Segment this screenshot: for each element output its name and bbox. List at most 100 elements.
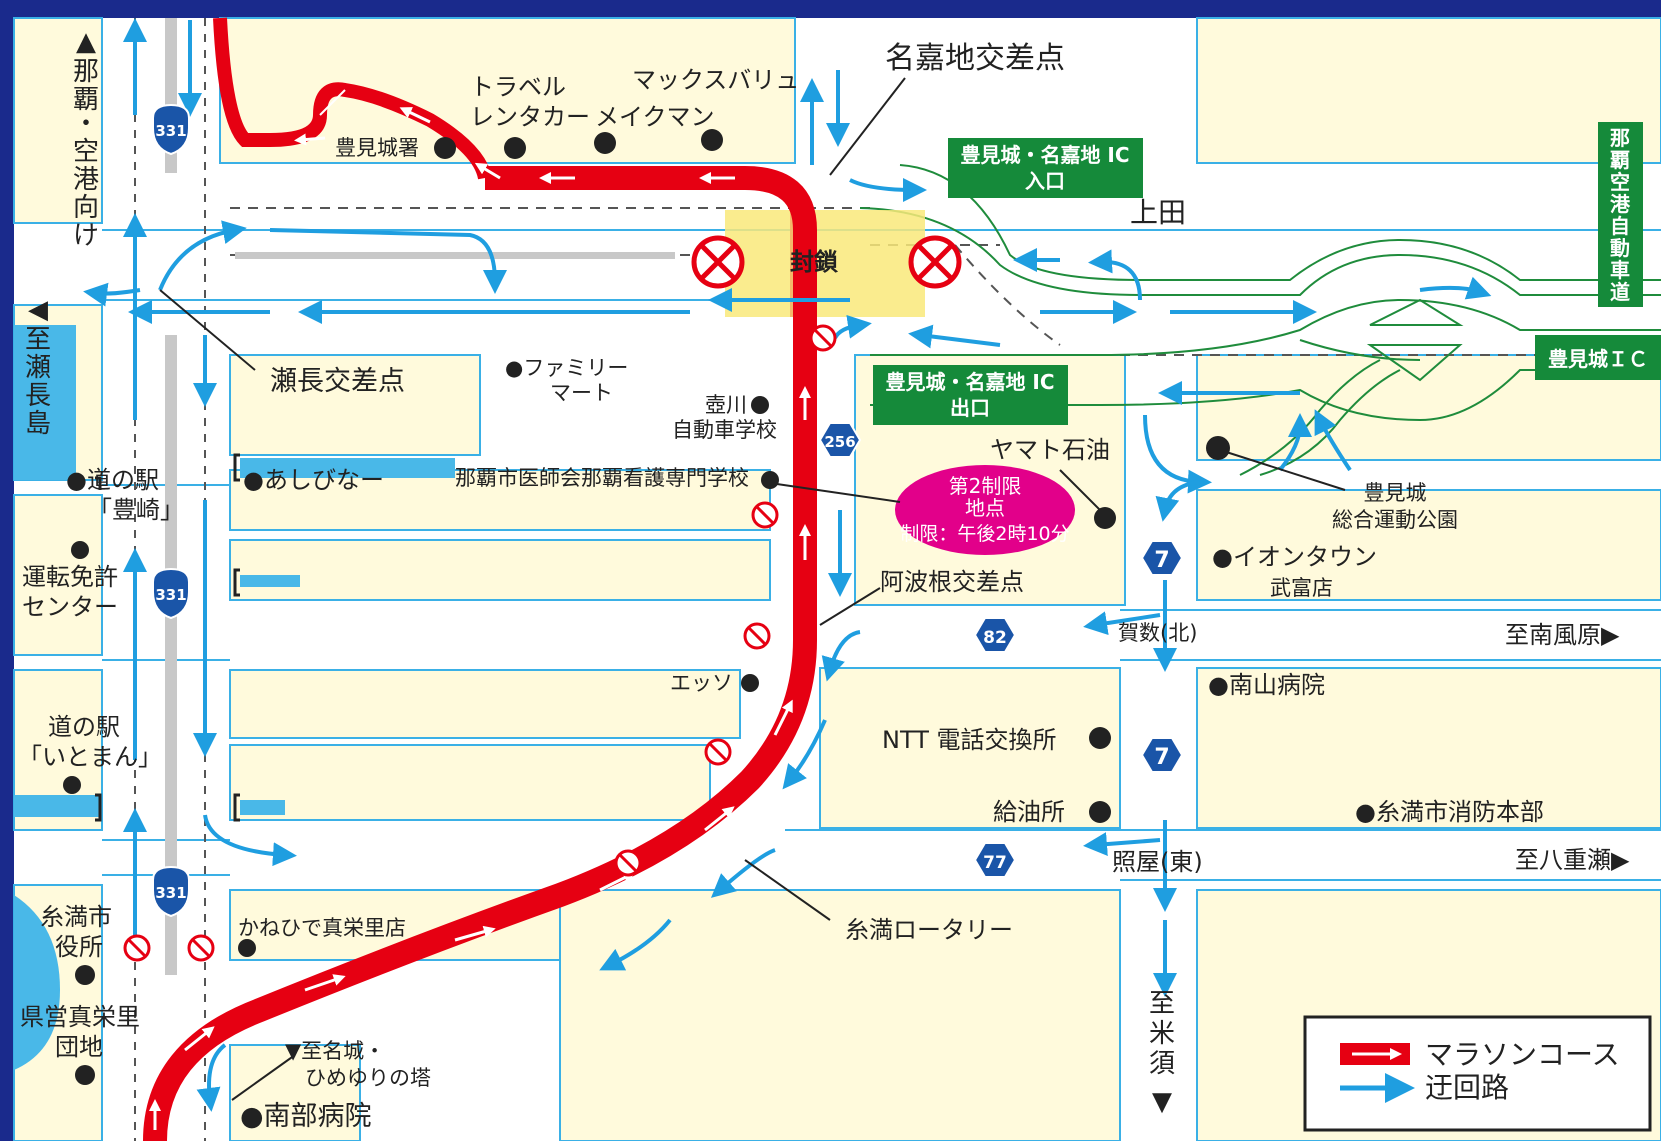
water-areas bbox=[14, 325, 455, 1070]
to-nashiro-label-2: ひめゆりの塔 bbox=[305, 1066, 431, 1090]
expressway-char: 自 bbox=[1610, 214, 1630, 238]
course-top-loop bbox=[213, 17, 492, 180]
maxvalu-label: マックスバリュ bbox=[632, 66, 799, 94]
checkpoint-time-label: 制限：午後2時10分 bbox=[900, 523, 1069, 545]
expressway-char: 覇 bbox=[1610, 148, 1630, 172]
ntt-label: NTT 電話交換所 bbox=[882, 726, 1056, 754]
closure-markers bbox=[691, 235, 962, 289]
route-7-label: 7 bbox=[1154, 745, 1169, 770]
route-331-shield-a: 331 bbox=[152, 103, 190, 156]
ic-exit-box bbox=[873, 365, 1068, 425]
michinoeki-itoman-label-2: 「いとまん」 bbox=[18, 743, 162, 771]
to-komesu-label: 至 米 須 ▼ bbox=[1149, 989, 1175, 1117]
tsubokawa-label-1: 壺川 bbox=[705, 393, 747, 417]
no-entry-icon bbox=[751, 501, 779, 529]
to-haebaru-label: 至南風原▶ bbox=[1505, 621, 1620, 649]
course-arrow bbox=[773, 699, 793, 736]
ashibina-label: ●あしびなー bbox=[243, 466, 384, 494]
route-256-shield: 256 bbox=[818, 422, 862, 458]
to-naha-char: け bbox=[73, 221, 99, 251]
route-256-label: 256 bbox=[824, 433, 855, 451]
park-label-1: 豊見城 bbox=[1364, 481, 1427, 505]
nanbu-hospital-label: ●南部病院 bbox=[240, 1101, 372, 1132]
detour-arrow bbox=[908, 324, 1001, 349]
license-center-label-1: 運転免許 bbox=[22, 563, 118, 591]
detour-arrow bbox=[269, 228, 507, 294]
michinoeki-toyosaki-label-1: ●道の駅 bbox=[66, 466, 159, 494]
course-arrow bbox=[399, 107, 431, 124]
michinoeki-toyosaki-label-2: 「豊崎」 bbox=[88, 496, 184, 524]
map-labels: 名嘉地交差点 豊見城・名嘉地 IC 入口 上田 豊見城・名嘉地 IC 出口 豊見… bbox=[18, 27, 1648, 1132]
detour-arrow bbox=[599, 918, 672, 971]
detour-arrow bbox=[1083, 832, 1161, 857]
course-arrow bbox=[294, 133, 326, 146]
ueda-label: 上田 bbox=[1130, 196, 1186, 229]
course-main-line bbox=[143, 320, 817, 1141]
route-331-shield-b: 331 bbox=[152, 567, 190, 620]
yamato-oil-label: ヤマト石油 bbox=[990, 436, 1110, 464]
detour-arrow bbox=[1155, 480, 1201, 522]
detour-arrow bbox=[710, 848, 776, 898]
kanehide-label: かねひで真栄里店 bbox=[238, 916, 406, 940]
course-arrow bbox=[304, 974, 346, 992]
kenei-label-2: 団地 bbox=[55, 1033, 103, 1061]
closure-x-icon bbox=[691, 235, 745, 289]
abane-intersection-label: 阿波根交差点 bbox=[880, 568, 1024, 596]
route-7-label: 7 bbox=[1154, 548, 1169, 573]
route-331-shield-c: 331 bbox=[152, 865, 190, 918]
to-naha-airport-label: ▲ 那 覇 ・ 空 港 向 け bbox=[73, 27, 99, 251]
course-arrow bbox=[184, 1026, 215, 1052]
ic-entrance-label-1: 豊見城・名嘉地 IC bbox=[960, 143, 1129, 167]
itoman-rotary-label: 糸満ロータリー bbox=[845, 916, 1013, 944]
makeman-label: メイクマン bbox=[595, 103, 715, 131]
aeon-label-2: 武富店 bbox=[1270, 576, 1333, 600]
to-komesu-char: 至 bbox=[1149, 989, 1175, 1019]
no-entry-signs bbox=[123, 324, 837, 962]
expressway-char: 那 bbox=[1610, 126, 1630, 150]
senaga-intersection-label: 瀬長交差点 bbox=[270, 366, 405, 397]
legend-course-label: マラソンコース bbox=[1425, 1038, 1620, 1071]
route-7-shield-b: 7 bbox=[1140, 737, 1184, 773]
expressway-char: 動 bbox=[1610, 236, 1630, 260]
to-naha-char: 那 bbox=[73, 57, 99, 87]
to-senaga-char: 瀬 bbox=[25, 353, 51, 383]
legend-box bbox=[1303, 1015, 1652, 1132]
michinoeki-itoman-label-1: 道の駅 bbox=[48, 713, 120, 741]
to-senaga-label: ◀ 至 瀬 長 島 bbox=[25, 295, 51, 439]
checkpoint-label-2: 地点 bbox=[965, 496, 1005, 520]
familymart-label-2: マート bbox=[550, 381, 613, 405]
legend: マラソンコース 迂回路 bbox=[1303, 1015, 1652, 1132]
detour-arrow bbox=[782, 719, 827, 790]
route-82-shield: 82 bbox=[973, 617, 1017, 653]
detour-arrow bbox=[1088, 249, 1142, 301]
to-yaese-label: 至八重瀬▶ bbox=[1515, 846, 1630, 874]
course-top-curve bbox=[485, 166, 817, 320]
to-naha-char: ・ bbox=[73, 109, 99, 139]
route-331-label: 331 bbox=[155, 122, 186, 140]
ic-exit-label-2: 出口 bbox=[950, 396, 990, 420]
course-arrow bbox=[474, 162, 501, 180]
teruya-label: 照屋(東) bbox=[1112, 848, 1203, 876]
to-komesu-char: 須 bbox=[1149, 1049, 1175, 1079]
toyomijo-ic-label: 豊見城ＩＣ bbox=[1548, 347, 1648, 371]
detour-arrow bbox=[1419, 276, 1492, 300]
detour-arrow bbox=[158, 220, 247, 291]
itoman-fire-label: ●糸満市消防本部 bbox=[1355, 798, 1544, 826]
aeon-label-1: ●イオンタウン bbox=[1212, 543, 1377, 571]
no-entry-icon bbox=[809, 324, 837, 352]
closure-x-icon bbox=[908, 235, 962, 289]
to-naha-char: 空 bbox=[73, 137, 99, 167]
no-entry-icon bbox=[743, 622, 771, 650]
no-entry-icon bbox=[123, 934, 151, 962]
expressway-char: 道 bbox=[1610, 280, 1630, 304]
route-331-label: 331 bbox=[155, 586, 186, 604]
esso-label: エッソ bbox=[670, 671, 733, 695]
second-checkpoint-marker bbox=[895, 465, 1075, 555]
route-7-shield-a: 7 bbox=[1140, 540, 1184, 576]
detour-arrow bbox=[1314, 409, 1352, 472]
course-arrow bbox=[454, 925, 496, 942]
travel-rental-label-2: レンタカー bbox=[470, 103, 590, 131]
no-entry-icon bbox=[187, 934, 215, 962]
route-77-label: 77 bbox=[983, 853, 1007, 873]
